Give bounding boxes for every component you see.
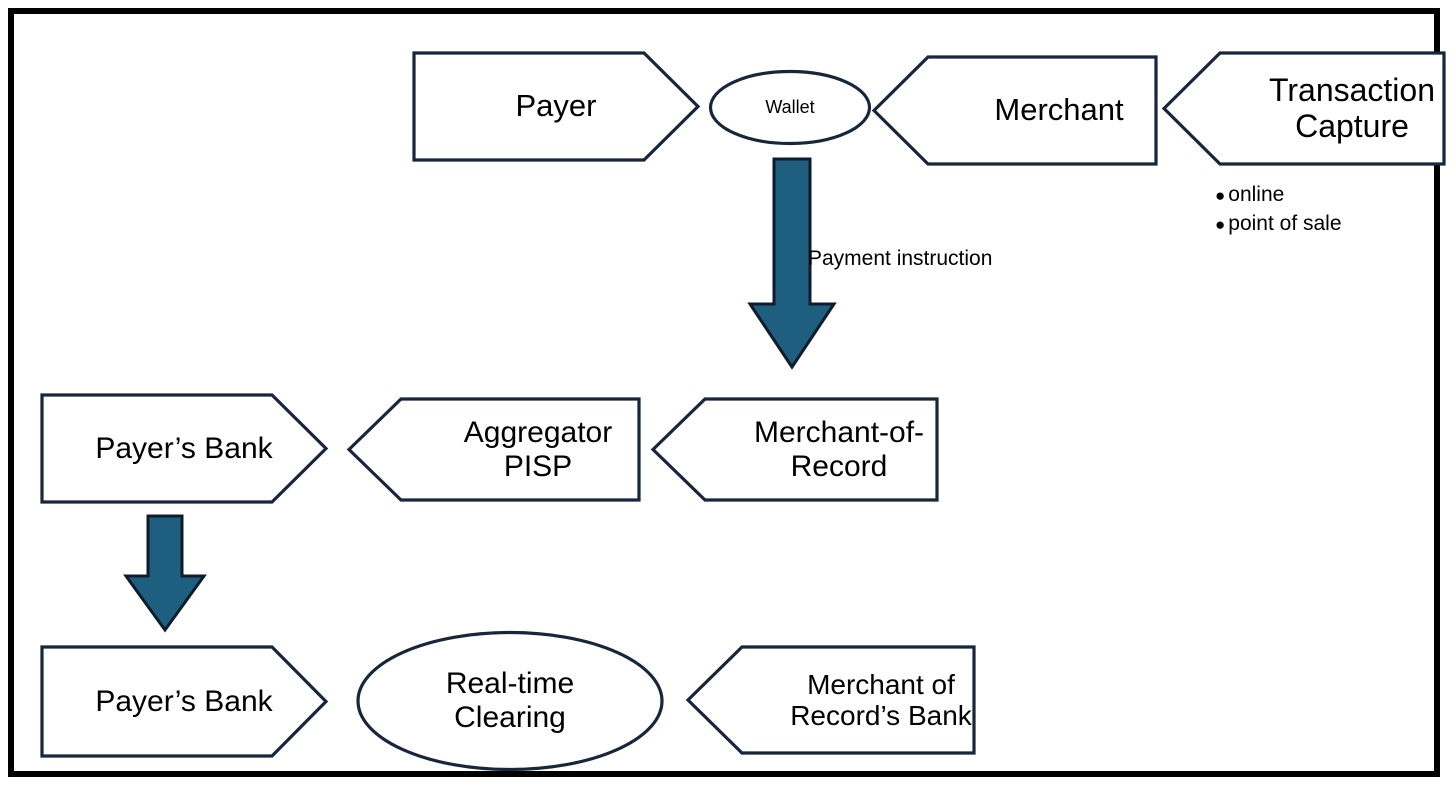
node-real-time-clearing-outline	[356, 630, 664, 772]
node-payers-bank-middle[interactable]: Payer’s Bank	[40, 393, 329, 504]
arrow-payers-bank-settlement-glyph	[123, 514, 207, 633]
node-wallet[interactable]: Wallet	[708, 69, 872, 146]
node-transaction-capture[interactable]: Transaction Capture	[1161, 51, 1446, 166]
node-aggregator-pisp[interactable]: Aggregator PISP	[346, 397, 641, 502]
node-payers-bank-bottom-outline	[40, 645, 329, 758]
node-payers-bank-middle-outline	[40, 393, 329, 504]
arrow-payment-instruction-label: Payment instruction	[808, 247, 993, 270]
node-merchant[interactable]: Merchant	[871, 55, 1158, 166]
bullet-dot-icon: ●	[1215, 185, 1226, 205]
node-payers-bank-bottom[interactable]: Payer’s Bank	[40, 645, 329, 758]
arrow-payers-bank-settlement	[123, 514, 210, 634]
node-merchant-outline	[871, 55, 1158, 166]
node-transaction-capture-outline	[1161, 51, 1446, 166]
diagram-frame: Payer Wallet Merchant Transaction Captur…	[8, 8, 1446, 777]
node-merchant-of-record-outline	[650, 397, 939, 502]
node-payer-outline	[412, 51, 701, 162]
transaction-capture-bullet-list: ●online ●point of sale	[1215, 181, 1342, 239]
node-merchant-of-record[interactable]: Merchant-of- Record	[650, 397, 939, 502]
node-real-time-clearing[interactable]: Real-time Clearing	[355, 630, 665, 772]
node-wallet-outline	[708, 69, 872, 146]
bullet-item-point-of-sale: ●point of sale	[1215, 211, 1342, 235]
node-aggregator-pisp-outline	[346, 397, 641, 502]
arrow-payment-instruction-glyph	[747, 157, 837, 370]
node-merchant-of-records-bank[interactable]: Merchant of Record’s Bank	[685, 645, 976, 755]
node-merchant-of-records-bank-outline	[685, 645, 976, 755]
arrow-payment-instruction	[743, 157, 841, 372]
bullet-item-online: ●online	[1215, 183, 1285, 206]
bullet-dot-icon: ●	[1215, 214, 1226, 234]
node-payer[interactable]: Payer	[412, 51, 701, 162]
